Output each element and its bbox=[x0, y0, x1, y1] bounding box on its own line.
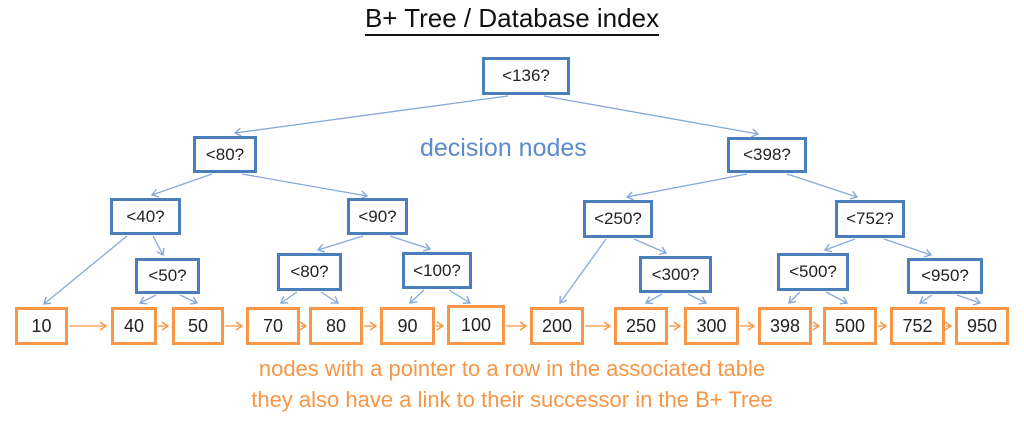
leaf-node-100: 100 bbox=[447, 305, 505, 345]
decision-node-752: <752? bbox=[835, 200, 905, 238]
leaf-node-10: 10 bbox=[15, 307, 68, 345]
decision-node-398: <398? bbox=[727, 137, 807, 173]
decision-node-500: <500? bbox=[777, 253, 849, 291]
decision-edges bbox=[43, 95, 982, 306]
leaf-node-950: 950 bbox=[955, 307, 1009, 345]
leaf-node-300: 300 bbox=[684, 307, 739, 345]
decision-node-250: <250? bbox=[583, 200, 653, 238]
leaf-node-80: 80 bbox=[309, 307, 363, 345]
decision-node-40: <40? bbox=[110, 198, 181, 235]
leaf-node-500: 500 bbox=[823, 307, 877, 345]
decision-nodes-annotation: decision nodes bbox=[420, 134, 587, 162]
leaf-node-40: 40 bbox=[111, 307, 157, 345]
leaf-node-250: 250 bbox=[614, 307, 668, 345]
leaf-node-50: 50 bbox=[172, 307, 224, 345]
leaf-node-200: 200 bbox=[530, 307, 584, 345]
leaf-node-752: 752 bbox=[890, 307, 945, 345]
decision-node-100: <100? bbox=[402, 252, 472, 289]
decision-node-950: <950? bbox=[907, 258, 983, 294]
diagram-title: B+ Tree / Database index bbox=[0, 3, 1024, 36]
decision-node-80-lower: <80? bbox=[277, 253, 342, 291]
leaf-node-398: 398 bbox=[758, 307, 812, 345]
decision-node-300: <300? bbox=[639, 256, 712, 293]
leaf-caption-line-1: nodes with a pointer to a row in the ass… bbox=[258, 356, 766, 381]
leaf-caption-line-2: they also have a link to their successor… bbox=[251, 387, 773, 412]
decision-node-90: <90? bbox=[347, 198, 408, 235]
decision-node-80-upper: <80? bbox=[193, 136, 257, 173]
leaf-node-70: 70 bbox=[246, 307, 300, 345]
decision-node-136: <136? bbox=[482, 57, 570, 95]
leaf-node-90: 90 bbox=[380, 307, 435, 345]
decision-node-50: <50? bbox=[135, 258, 200, 294]
